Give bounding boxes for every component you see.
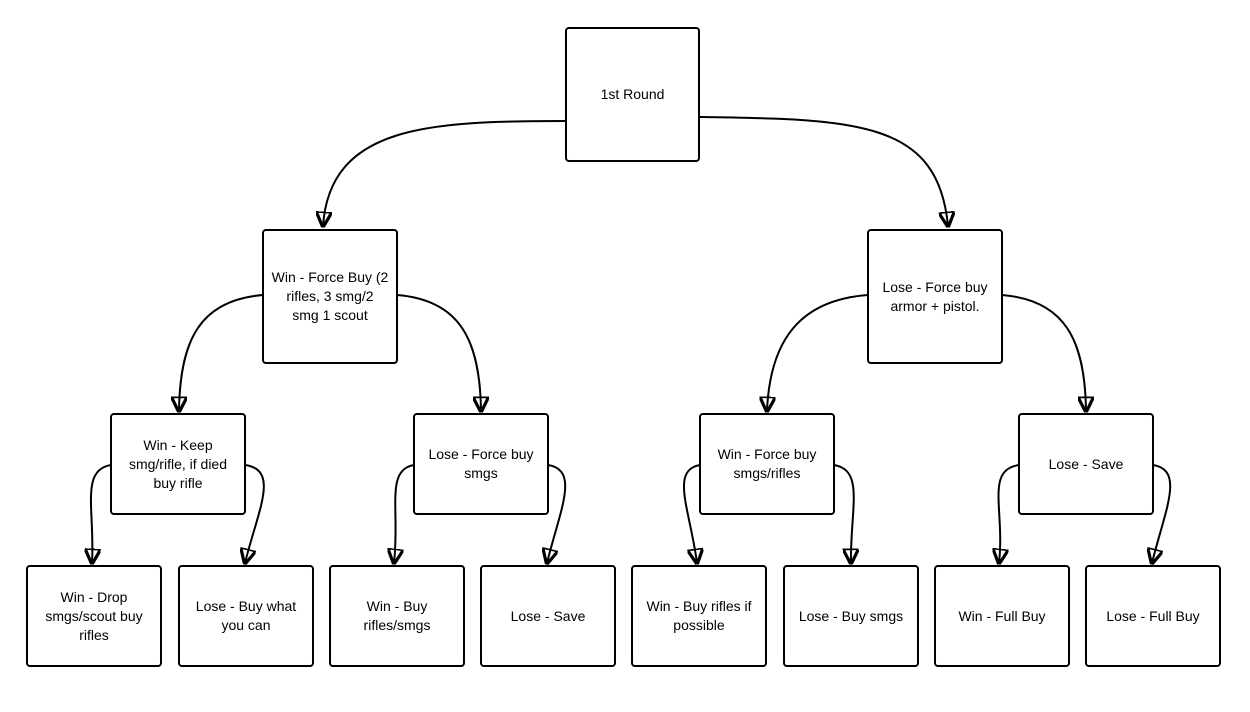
node-l3-lww-label: Win - Buy rifles if possible [646, 598, 752, 633]
edge-l2ll-to-l3lll [1152, 464, 1172, 563]
node-l2-lose-win-label: Win - Force buy smgs/rifles [717, 446, 817, 481]
edge-l2wl-to-l3wlw [394, 464, 415, 563]
node-l1-lose-label: Lose - Force buy armor + pistol. [882, 278, 988, 314]
node-l3-wwl-label: Lose - Buy what you can [195, 598, 297, 633]
node-l3-lww: Win - Buy rifles if possible [631, 565, 767, 667]
node-l3-lwl-label: Lose - Buy smgs [798, 607, 904, 624]
node-l1-lose: Lose - Force buy armor + pistol. [867, 229, 1003, 364]
node-l3-wlw: Win - Buy rifles/smgs [329, 565, 465, 667]
edge-l2lw-to-l3lwl [833, 464, 854, 563]
node-l1-win-label: Win - Force Buy (2 rifles, 3 smg/2 smg 1… [271, 269, 389, 323]
edge-l2wl-to-l3wll [547, 464, 567, 563]
node-l3-lll: Lose - Full Buy [1085, 565, 1221, 667]
edge-l2ww-to-l3wwl [245, 464, 265, 563]
node-l3-wll: Lose - Save [480, 565, 616, 667]
node-l1-win: Win - Force Buy (2 rifles, 3 smg/2 smg 1… [262, 229, 398, 364]
edge-l1lose-to-l2lw [767, 294, 869, 411]
node-l3-llw: Win - Full Buy [934, 565, 1070, 667]
node-l3-www-label: Win - Drop smgs/scout buy rifles [45, 588, 143, 643]
node-l3-wwl: Lose - Buy what you can [178, 565, 314, 667]
node-root: 1st Round [565, 27, 700, 162]
node-l2-win-win: Win - Keep smg/rifle, if died buy rifle [110, 413, 246, 515]
node-l3-lll-label: Lose - Full Buy [1106, 607, 1200, 624]
node-l2-lose-win: Win - Force buy smgs/rifles [699, 413, 835, 515]
node-l2-lose-lose: Lose - Save [1018, 413, 1154, 515]
edge-l1lose-to-l2ll [1001, 294, 1086, 411]
node-l2-win-win-label: Win - Keep smg/rifle, if died buy rifle [128, 436, 228, 491]
node-l3-www: Win - Drop smgs/scout buy rifles [26, 565, 162, 667]
node-l2-lose-lose-label: Lose - Save [1048, 455, 1124, 472]
edge-l2ww-to-l3www [91, 464, 112, 563]
node-l3-llw-label: Win - Full Buy [958, 607, 1046, 624]
node-root-label: 1st Round [600, 86, 665, 102]
edge-l2lw-to-l3lww [682, 464, 700, 563]
node-l3-lwl: Lose - Buy smgs [783, 565, 919, 667]
edge-root-to-l1-win [323, 120, 567, 226]
edge-l1win-to-l2ww [179, 294, 264, 411]
node-l3-wlw-label: Win - Buy rifles/smgs [363, 598, 431, 633]
edge-l2ll-to-l3llw [999, 464, 1020, 563]
edge-l1win-to-l2wl [396, 294, 481, 411]
node-l3-wll-label: Lose - Save [510, 607, 586, 624]
node-l2-win-lose: Lose - Force buy smgs [413, 413, 549, 515]
edge-root-to-l1-lose [699, 116, 948, 226]
node-l2-win-lose-label: Lose - Force buy smgs [428, 446, 534, 481]
